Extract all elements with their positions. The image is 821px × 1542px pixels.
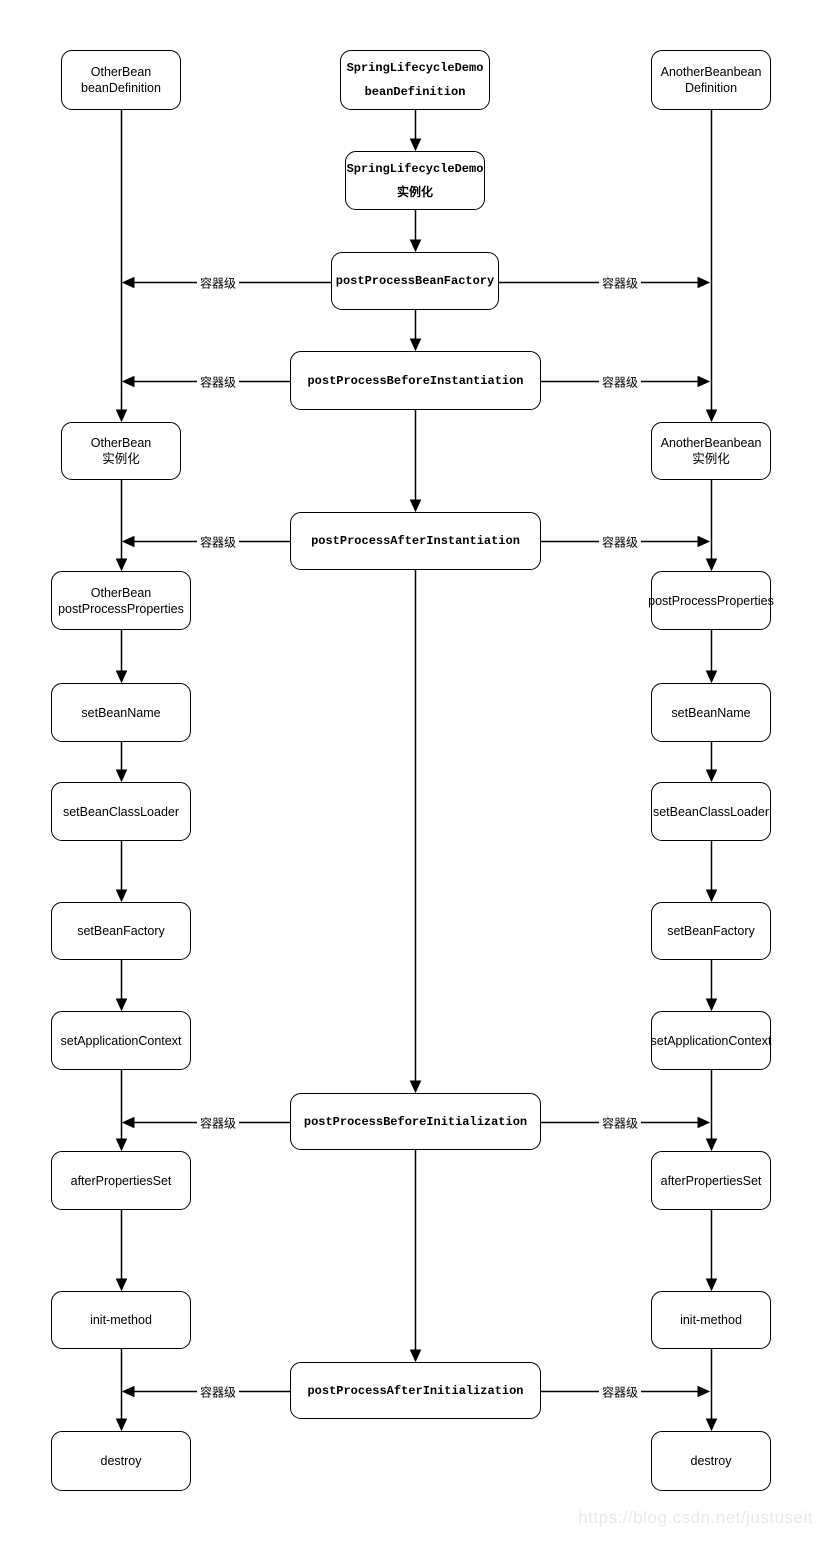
node-label: destroy (690, 1454, 732, 1468)
node-label: 实例化 (102, 452, 140, 466)
node-postprocessbeforeinitialization: postProcessBeforeInitialization (290, 1093, 541, 1150)
node-init-method-left: init-method (51, 1291, 191, 1349)
container-level-label: 容器级 (196, 1383, 240, 1400)
container-level-label: 容器级 (598, 373, 642, 390)
node-label: setBeanName (671, 705, 751, 720)
node-destroy-left: destroy (51, 1431, 191, 1491)
node-postprocessbeforeinstantiation: postProcessBeforeInstantiation (290, 351, 541, 410)
node-label: setBeanClassLoader (652, 804, 770, 819)
node-label: Definition (684, 81, 738, 95)
node-label: beanDefinition (81, 81, 161, 95)
container-level-label: 容器级 (196, 373, 240, 390)
node-label: OtherBean (90, 585, 152, 600)
container-level-label: 容器级 (598, 1383, 642, 1400)
container-level-label: 容器级 (196, 533, 240, 550)
container-level-label: 容器级 (598, 274, 642, 291)
node-setapplicationcontext-left: setApplicationContext (51, 1011, 191, 1070)
container-level-label: 容器级 (598, 533, 642, 550)
node-postprocessproperties-right: postProcessProperties (648, 571, 774, 630)
node-setbeanfactory-right: setBeanFactory (651, 902, 771, 960)
node-anotherbeanbean-instantiate: AnotherBeanbean 实例化 (651, 422, 771, 480)
node-setbeanclassloader-left: setBeanClassLoader (51, 782, 191, 841)
node-setbeanfactory-left: setBeanFactory (51, 902, 191, 960)
node-label: postProcessAfterInitialization (307, 1383, 524, 1398)
node-label: SpringLifecycleDemo (346, 61, 484, 75)
node-label: postProcessBeforeInitialization (303, 1114, 528, 1129)
node-postprocessafterinitialization: postProcessAfterInitialization (290, 1362, 541, 1419)
node-label: OtherBean (90, 436, 152, 450)
node-destroy-right: destroy (651, 1431, 771, 1491)
node-otherbean-instantiate: OtherBean 实例化 (61, 422, 181, 480)
node-label: setApplicationContext (60, 1033, 182, 1048)
node-label: postProcessProperties (58, 601, 184, 616)
node-otherbean-beandefinition: OtherBean beanDefinition (61, 50, 181, 110)
node-springlifecycledemo-instantiate: SpringLifecycleDemo 实例化 (345, 151, 485, 210)
node-label: 实例化 (692, 452, 730, 466)
node-postprocessafterinstantiation: postProcessAfterInstantiation (290, 512, 541, 570)
node-label: AnotherBeanbean (660, 65, 762, 79)
node-label: afterPropertiesSet (660, 1173, 762, 1188)
container-level-label: 容器级 (196, 274, 240, 291)
node-label: AnotherBeanbean (660, 436, 762, 450)
node-afterpropertiesset-right: afterPropertiesSet (651, 1151, 771, 1210)
node-label: setBeanFactory (77, 924, 165, 938)
node-label: init-method (90, 1313, 152, 1327)
node-label: setBeanClassLoader (62, 804, 180, 819)
node-label: postProcessAfterInstantiation (311, 534, 520, 548)
node-label: OtherBean (90, 65, 152, 79)
node-label: destroy (100, 1454, 142, 1468)
node-setapplicationcontext-right: setApplicationContext (651, 1011, 771, 1070)
node-label: postProcessBeforeInstantiation (307, 373, 524, 388)
container-level-label: 容器级 (196, 1114, 240, 1131)
node-label: afterPropertiesSet (70, 1173, 172, 1188)
container-level-label: 容器级 (598, 1114, 642, 1131)
node-label: setBeanName (81, 705, 161, 720)
node-afterpropertiesset-left: afterPropertiesSet (51, 1151, 191, 1210)
node-setbeanname-right: setBeanName (651, 683, 771, 742)
node-setbeanname-left: setBeanName (51, 683, 191, 742)
node-springlifecycledemo-beandefinition: SpringLifecycleDemo beanDefinition (340, 50, 490, 110)
node-label: SpringLifecycleDemo (346, 161, 484, 176)
node-init-method-right: init-method (651, 1291, 771, 1349)
node-label: postProcessBeanFactory (335, 274, 495, 288)
node-label: 实例化 (396, 185, 433, 200)
node-setbeanclassloader-right: setBeanClassLoader (651, 782, 771, 841)
node-label: postProcessProperties (648, 593, 774, 608)
node-label: setApplicationContext (650, 1033, 772, 1048)
node-label: setBeanFactory (667, 924, 755, 938)
node-postprocessbeanfactory: postProcessBeanFactory (331, 252, 499, 310)
node-label: beanDefinition (364, 85, 466, 99)
node-label: init-method (680, 1313, 742, 1327)
csdn-watermark: https://blog.csdn.net/justuseit (578, 1508, 813, 1527)
